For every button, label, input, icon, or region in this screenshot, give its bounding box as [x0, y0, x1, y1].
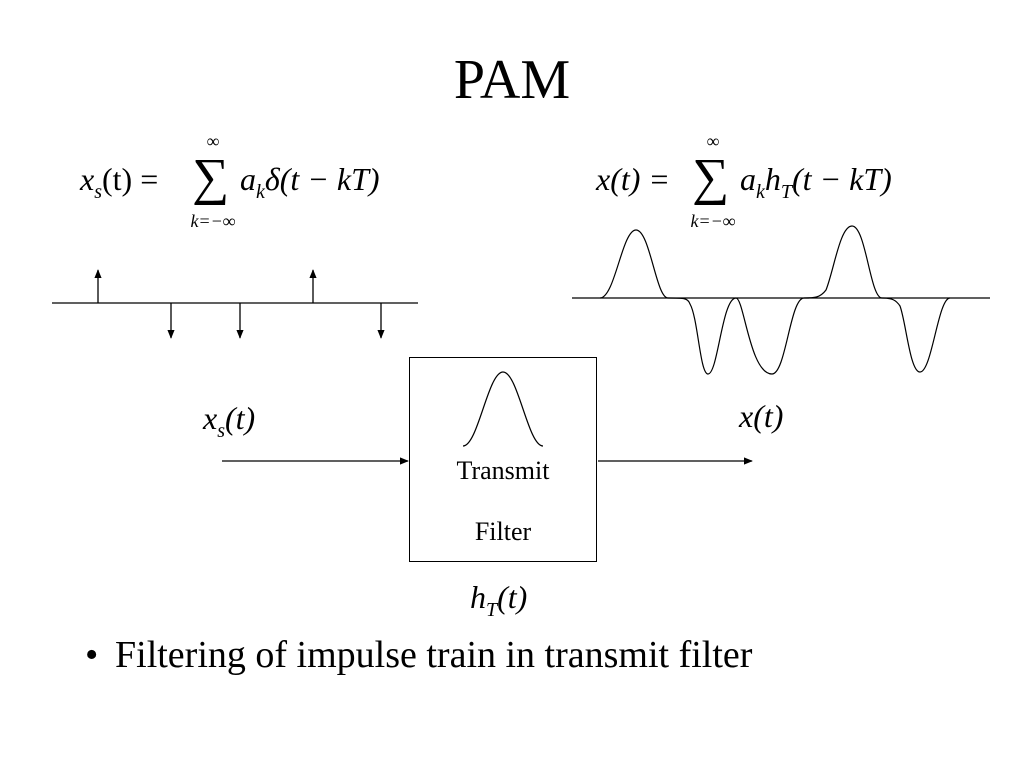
- input-label-arg: (t): [225, 400, 256, 436]
- eq-right-func: h: [764, 161, 781, 197]
- input-signal-label: xs(t): [203, 400, 256, 441]
- eq-left-lhs-arg: (t) =: [102, 161, 159, 197]
- filter-response-arg: (t): [497, 579, 528, 615]
- bullet-dot: •: [85, 634, 99, 676]
- eq-right-func-sub: T: [780, 181, 793, 203]
- eq-left-sum-lower: k=−∞: [190, 211, 236, 231]
- eq-right-sum-lower: k=−∞: [690, 211, 736, 231]
- eq-left-coef: a: [240, 161, 256, 197]
- filter-pulse-shape: [462, 371, 544, 447]
- eq-left-lhs-sub: s: [94, 181, 102, 203]
- eq-left-rhs: akδ(t − kT): [240, 161, 380, 202]
- eq-right-lhs: x(t) =: [596, 161, 670, 197]
- eq-left-coef-sub: k: [256, 181, 265, 203]
- filter-response-sub: T: [486, 599, 498, 621]
- filter-label-line1: Transmit: [456, 456, 550, 485]
- pam-waveform-plot: [572, 225, 990, 375]
- eq-left-term: δ(t − kT): [264, 161, 380, 197]
- eq-right-term: (t − kT): [792, 161, 892, 197]
- output-signal-label: x(t): [739, 398, 784, 434]
- filter-label-line2: Filter: [474, 517, 532, 546]
- slide-title: PAM: [453, 49, 571, 111]
- eq-left-lhs-var: x: [80, 161, 95, 197]
- pam-signal-equation: x(t) =: [596, 163, 670, 195]
- eq-right-sigma-symbol: ∑: [692, 149, 730, 206]
- pam-waveform: [599, 225, 951, 375]
- eq-right-sum-upper: ∞: [706, 131, 720, 151]
- eq-right-coef: a: [740, 161, 756, 197]
- input-label-sub: s: [217, 420, 225, 442]
- input-label-var: x: [203, 400, 218, 436]
- impulse-train-equation: xs(t) =: [80, 161, 159, 202]
- filter-impulse-response-label: hT(t): [470, 579, 528, 620]
- eq-right-rhs: akhT(t − kT): [740, 161, 892, 202]
- impulse-train-plot: [52, 269, 418, 339]
- filter-response-var: h: [470, 579, 486, 615]
- transmit-filter-box: [409, 357, 597, 562]
- bullet-text: Filtering of impulse train in transmit f…: [115, 634, 753, 676]
- eq-left-sum-upper: ∞: [206, 131, 220, 151]
- bullet-item: • Filtering of impulse train in transmit …: [85, 636, 752, 674]
- eq-right-coef-sub: k: [756, 181, 765, 203]
- eq-left-sigma-symbol: ∑: [192, 149, 230, 206]
